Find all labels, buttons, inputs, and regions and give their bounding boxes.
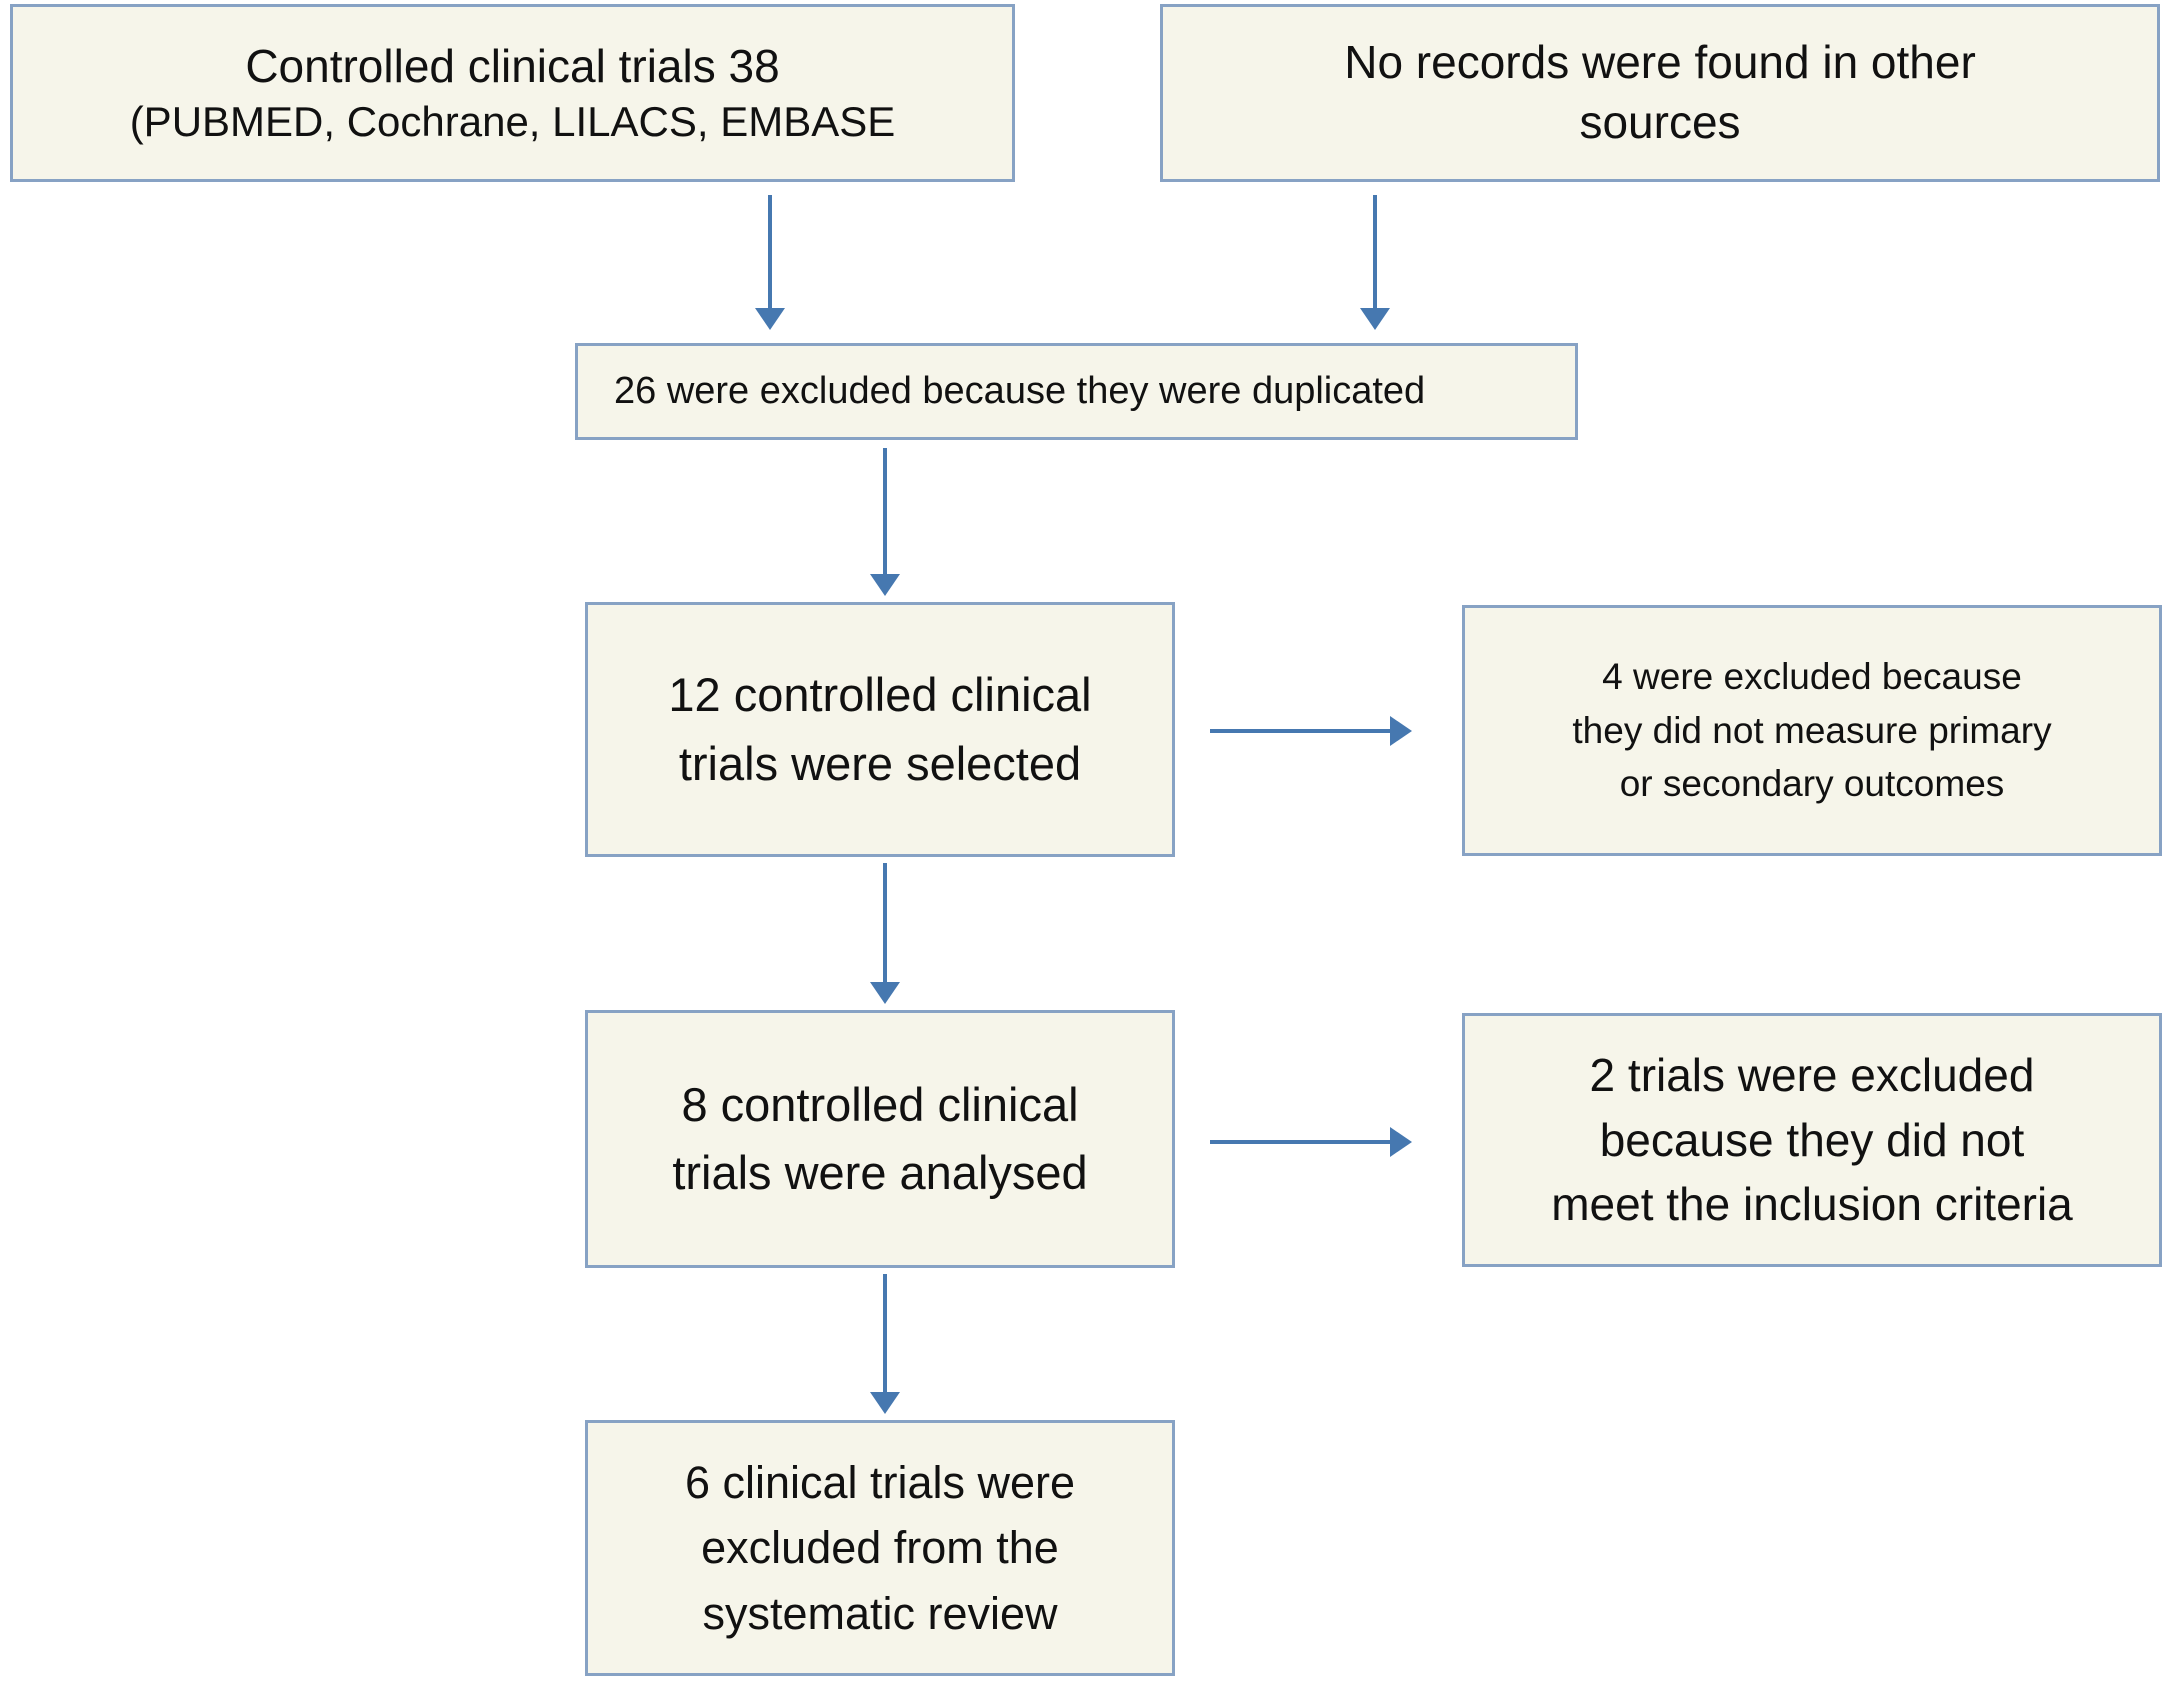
arrow-analysed-to-review xyxy=(870,1274,900,1414)
arrow-head-icon xyxy=(1360,308,1390,330)
excluded-inclusion-criteria-label: 2 trials were excluded because they did … xyxy=(1551,1049,2073,1231)
box-excluded-from-review: 6 clinical trials were excluded from the… xyxy=(585,1420,1175,1676)
arrow-shaft xyxy=(768,195,772,308)
excluded-from-review-label: 6 clinical trials were excluded from the… xyxy=(684,1457,1076,1639)
arrow-shaft xyxy=(883,863,887,982)
box-database-records: Controlled clinical trials 38 (PUBMED, C… xyxy=(10,4,1015,182)
other-sources-label: No records were found in other sources xyxy=(1344,36,1976,148)
arrow-selected-to-analysed xyxy=(870,863,900,1004)
arrow-head-icon xyxy=(1390,1127,1412,1157)
box-excluded-no-outcomes: 4 were excluded because they did not mea… xyxy=(1462,605,2162,856)
excluded-no-outcomes-label: 4 were excluded because they did not mea… xyxy=(1572,656,2052,805)
box-trials-analysed: 8 controlled clinical trials were analys… xyxy=(585,1010,1175,1268)
arrow-duplicates-to-selected xyxy=(870,448,900,596)
trials-selected-label: 12 controlled clinical trials were selec… xyxy=(668,668,1092,790)
arrow-shaft xyxy=(1373,195,1377,308)
box-excluded-inclusion-criteria: 2 trials were excluded because they did … xyxy=(1462,1013,2162,1267)
arrow-shaft xyxy=(883,1274,887,1392)
arrow-head-icon xyxy=(870,574,900,596)
arrow-selected-to-excluded xyxy=(1210,716,1412,746)
arrow-head-icon xyxy=(870,982,900,1004)
database-records-title: Controlled clinical trials 38 xyxy=(245,40,780,92)
arrow-head-icon xyxy=(755,308,785,330)
trials-analysed-label: 8 controlled clinical trials were analys… xyxy=(672,1077,1088,1199)
arrow-database-to-duplicates xyxy=(755,195,785,330)
duplicates-excluded-label: 26 were excluded because they were dupli… xyxy=(614,370,1426,412)
arrow-head-icon xyxy=(1390,716,1412,746)
database-records-sources: (PUBMED, Cochrane, LILACS, EMBASE xyxy=(129,97,896,145)
box-trials-selected: 12 controlled clinical trials were selec… xyxy=(585,602,1175,857)
arrow-othersources-to-duplicates xyxy=(1360,195,1390,330)
box-other-sources: No records were found in other sources xyxy=(1160,4,2160,182)
arrow-head-icon xyxy=(870,1392,900,1414)
arrow-shaft xyxy=(1210,729,1390,733)
arrow-analysed-to-excluded xyxy=(1210,1127,1412,1157)
arrow-shaft xyxy=(883,448,887,574)
box-duplicates-excluded: 26 were excluded because they were dupli… xyxy=(575,343,1578,440)
arrow-shaft xyxy=(1210,1140,1390,1144)
